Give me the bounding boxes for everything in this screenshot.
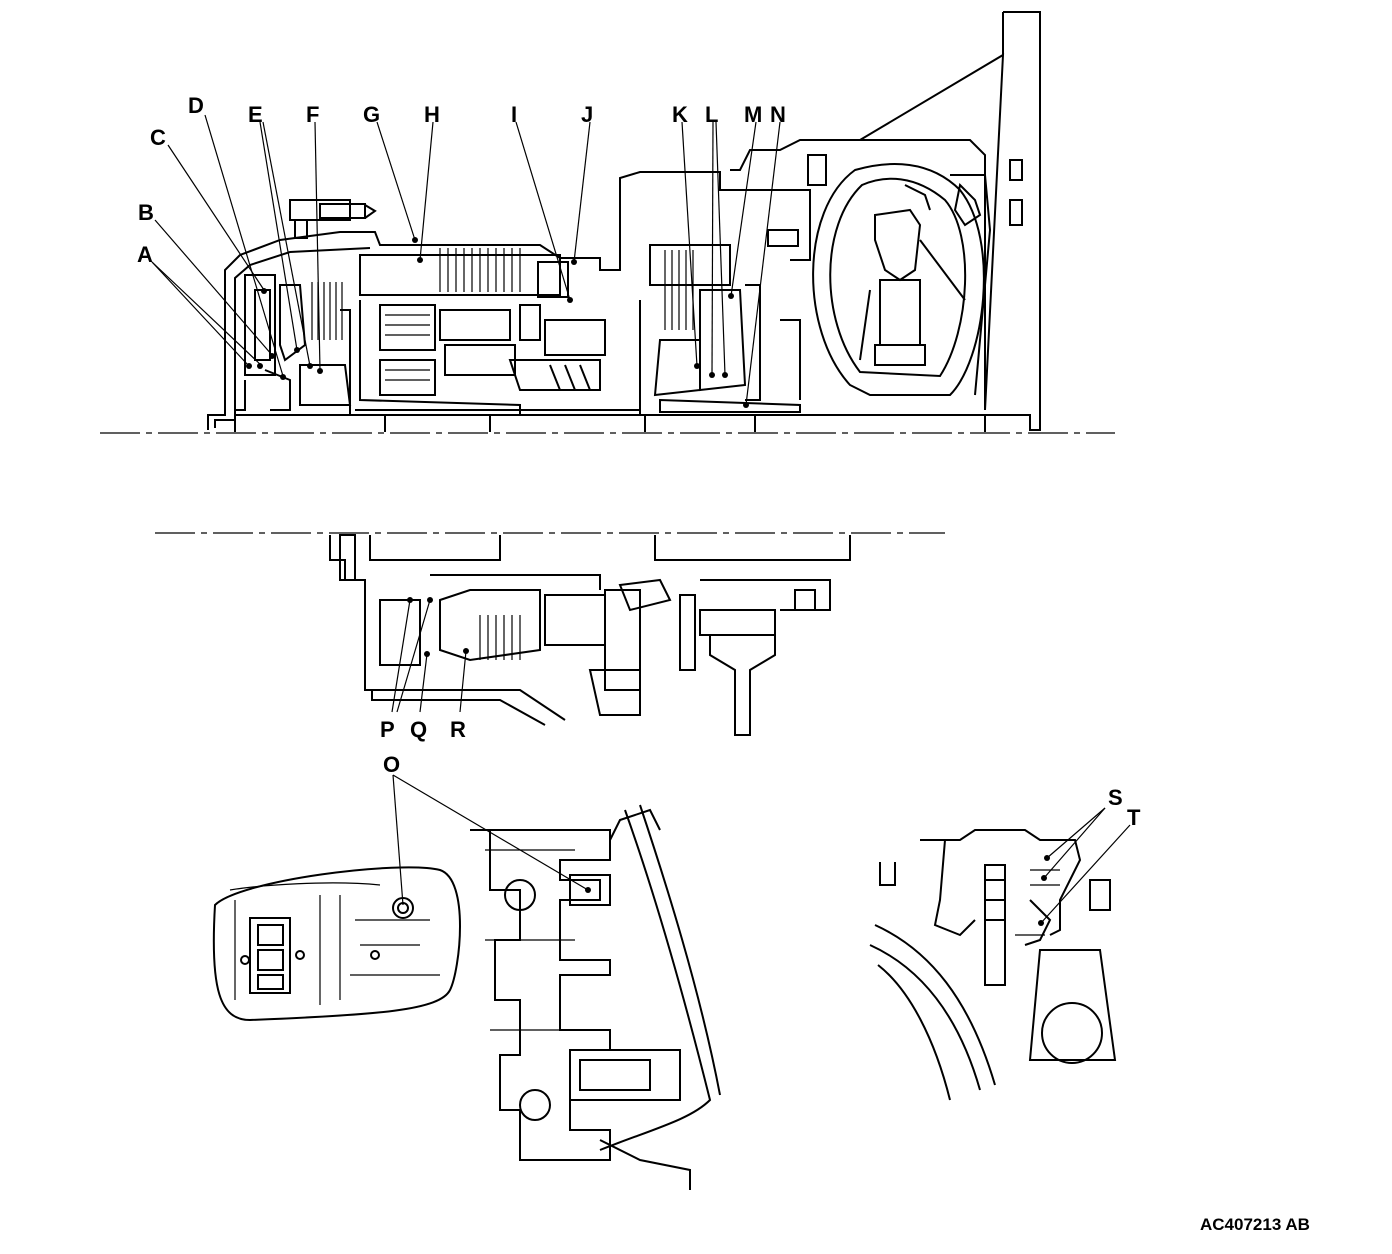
callout-o: O [383,752,400,777]
callout-c: C [150,125,166,150]
detail-view-st [869,807,1131,1101]
o-leaders [392,774,589,906]
callout-b: B [138,200,154,225]
valve-body-view [212,774,721,1190]
right-clutch-pack [649,189,811,413]
callout-f: F [306,102,319,127]
callout-l: L [705,102,718,127]
callout-n: N [770,102,786,127]
figure-code: AC407213 AB [1200,1215,1310,1234]
callout-a: A [137,242,153,267]
callout-s: S [1108,785,1123,810]
callout-j: J [581,102,593,127]
callout-labels: A B C D E F G H I J K L M N O P Q R S T [137,93,1141,830]
callout-e: E [248,102,263,127]
callout-g: G [363,102,380,127]
shaft-segments [234,414,986,432]
st-leaders [1040,807,1131,924]
callout-k: K [672,102,688,127]
callout-r: R [450,717,466,742]
top-leaders [151,114,781,406]
central-gear-set [340,248,641,416]
callout-h: H [424,102,440,127]
callout-m: M [744,102,762,127]
top-section-view [100,11,1115,434]
callout-q: Q [410,717,427,742]
middle-leaders [391,599,467,713]
callout-t: T [1127,805,1141,830]
callout-d: D [188,93,204,118]
callout-p: P [380,717,395,742]
callout-i: I [511,102,517,127]
middle-section-view [155,532,945,736]
